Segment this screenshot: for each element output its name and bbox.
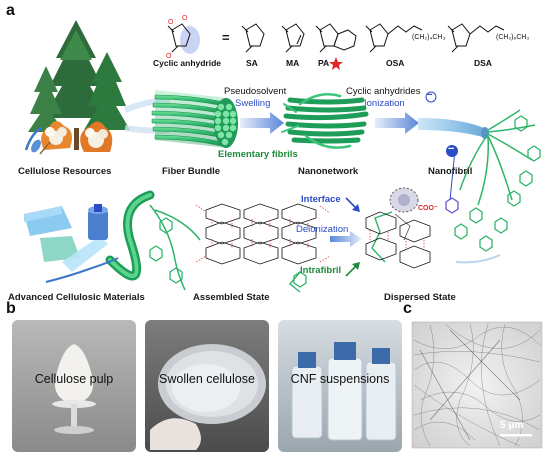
assembled-fibril — [149, 204, 201, 291]
coo-label: COO⁻ — [418, 205, 438, 212]
cnf-photo: CNF suspensions — [278, 320, 402, 452]
elementary-fibrils-label: Elementary fibrils — [218, 149, 298, 160]
interface-label: Interface — [301, 194, 341, 205]
scale-bar-label: 5 μm — [500, 420, 524, 431]
negative-charge-top: − — [426, 89, 433, 101]
fiber-bundle-shape — [151, 90, 238, 148]
svg-text:O: O — [182, 15, 188, 22]
osa-chain-label: (CH₂)₄CH₃ — [412, 34, 446, 41]
deionization-arrow — [330, 231, 362, 247]
pulp-caption: Cellulose pulp — [34, 372, 114, 386]
stage-cellulose-resources: Cellulose Resources — [18, 166, 112, 177]
tree-icon — [28, 20, 130, 150]
svg-text:O: O — [168, 19, 174, 26]
stage-dispersed-state: Dispersed State — [384, 292, 456, 303]
cyclic-anhydride-structures — [167, 23, 505, 54]
molecule-dsa-label: DSA — [474, 58, 492, 68]
hexagon-chain — [454, 115, 541, 252]
stage-nanonetwork: Nanonetwork — [298, 166, 359, 177]
swelling-label: Swelling — [235, 98, 271, 109]
dispersed-molecule — [371, 187, 419, 263]
dsa-chain-label: (CH₂)₆CH₃ — [496, 34, 530, 41]
pseudosolvent-label: Pseudosolvent — [224, 86, 287, 97]
molecule-pa-label: PA — [318, 58, 330, 68]
swollen-caption: Swollen cellulose — [159, 372, 255, 386]
interface-arrow — [345, 197, 360, 212]
molecule-ma-label: MA — [286, 58, 300, 68]
star-icon — [329, 57, 343, 70]
deionization-label: Deionization — [296, 224, 349, 235]
photo-cellulose-pulp — [12, 320, 136, 452]
stage-fiber-bundle: Fiber Bundle — [162, 166, 221, 177]
molecule-sa-label: SA — [246, 58, 258, 68]
intrafibril-arrow — [345, 262, 360, 277]
cyclic-anhydrides-label: Cyclic anhydrides — [346, 86, 421, 97]
equals-sign: = — [222, 30, 230, 45]
photo-cnf-suspensions — [278, 320, 402, 452]
advanced-materials-illustration — [24, 190, 155, 283]
negative-charge-bottom: − — [448, 143, 455, 155]
intrafibril-label: Intrafibril — [300, 265, 342, 276]
tem-micrograph — [411, 321, 543, 449]
stage-advanced-materials: Advanced Cellulosic Materials — [8, 292, 145, 303]
pulp-photo: Cellulose pulp — [12, 320, 136, 452]
ionization-label: Ionization — [364, 98, 405, 109]
panel-label-b: b — [6, 300, 16, 317]
photo-swollen-cellulose — [145, 320, 269, 452]
molecule-osa-label: OSA — [386, 58, 405, 68]
cnf-caption: CNF suspensions — [290, 372, 390, 386]
panel-label-a: a — [6, 2, 15, 19]
svg-text:O: O — [166, 53, 172, 60]
plant-icon — [24, 126, 51, 155]
glucose-chain — [205, 203, 317, 265]
swollen-photo: Swollen cellulose — [145, 320, 269, 452]
cyclic-anhydride-label: Cyclic anhydride — [153, 58, 222, 68]
panel-label-c: c — [403, 300, 412, 317]
stage-assembled-state: Assembled State — [193, 292, 270, 303]
nanonetwork-shape — [281, 93, 369, 149]
stage-nanofibril: Nanofibril — [428, 166, 473, 177]
